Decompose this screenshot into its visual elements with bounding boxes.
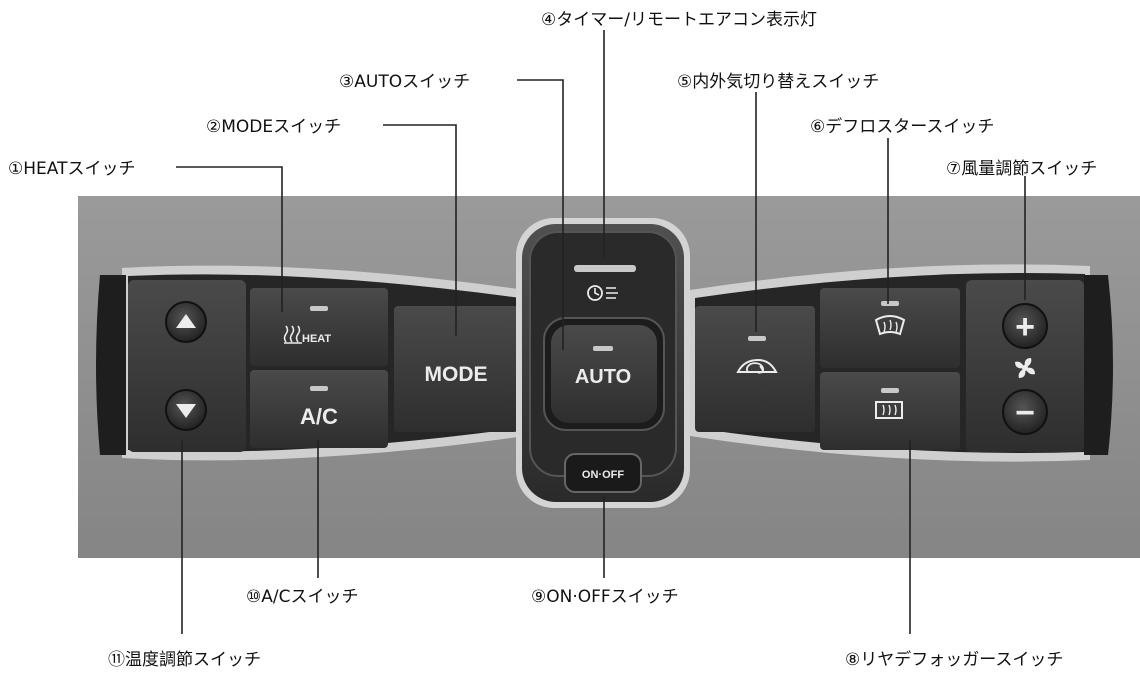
callout-recirculation: ⑤内外気切り替えスイッチ xyxy=(677,72,879,92)
timer-remote-indicator xyxy=(574,265,636,272)
mode-button-label: MODE xyxy=(425,363,488,386)
fan-icon xyxy=(1015,358,1035,378)
recirculation-switch[interactable] xyxy=(695,306,815,432)
onoff-switch[interactable] xyxy=(564,453,642,493)
car-recirculation-icon xyxy=(736,358,778,374)
callout-heat: ①HEATスイッチ xyxy=(8,159,135,179)
fan-plus-icon: + xyxy=(1015,308,1035,346)
callout-auto: ③AUTOスイッチ xyxy=(339,72,470,92)
callout-ac: ⑩A/Cスイッチ xyxy=(246,587,358,607)
heat-switch[interactable] xyxy=(250,288,388,366)
ac-button-label: A/C xyxy=(300,404,338,429)
temperature-switch[interactable] xyxy=(128,280,246,452)
callout-timer-indicator: ④タイマー/リモートエアコン表示灯 xyxy=(541,10,817,30)
seat-heat-icon xyxy=(283,325,302,344)
front-defroster-icon xyxy=(874,315,906,336)
callout-fan-speed: ⑦風量調節スイッチ xyxy=(946,159,1097,179)
fan-minus-icon: − xyxy=(1015,394,1035,432)
mode-switch[interactable] xyxy=(394,306,518,432)
callout-defroster: ⑥デフロスタースイッチ xyxy=(810,116,994,137)
leader-lines xyxy=(176,30,1026,634)
onoff-button-label: ON·OFF xyxy=(582,469,624,481)
clock-ac-icon xyxy=(587,285,618,301)
triangle-up-icon xyxy=(176,314,196,328)
callout-mode: ②MODEスイッチ xyxy=(206,117,341,137)
rear-defogger-icon xyxy=(875,401,903,419)
callout-rear-defogger: ⑧リヤデフォッガースイッチ xyxy=(845,649,1063,670)
triangle-down-icon xyxy=(176,404,196,418)
heat-button-label: HEAT xyxy=(302,333,331,345)
auto-button-label: AUTO xyxy=(575,366,631,388)
callout-onoff: ⑨ON·OFFスイッチ xyxy=(531,587,679,607)
callout-temperature: ⑪温度調節スイッチ xyxy=(108,650,261,670)
ac-switch[interactable] xyxy=(250,370,388,448)
